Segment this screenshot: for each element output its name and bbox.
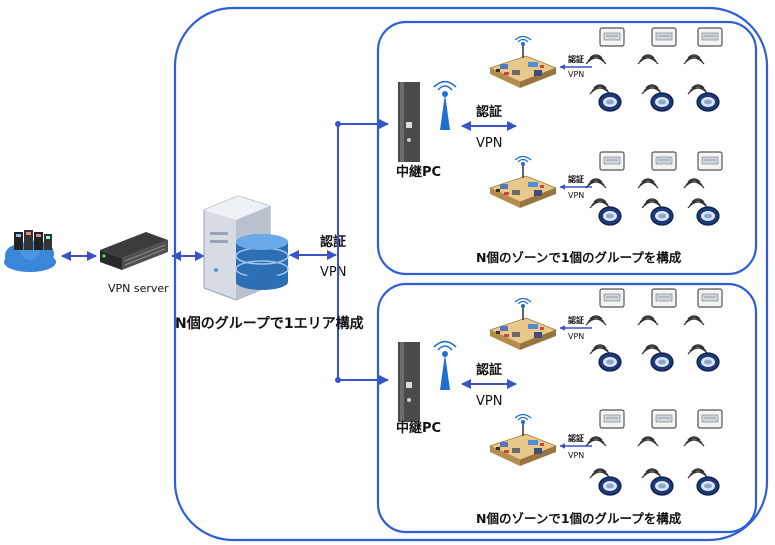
area-caption: N個のグループで1エリア構成 — [175, 315, 364, 332]
vpn-label-bottom: VPN — [476, 394, 502, 409]
wireless-terminal-icon — [637, 151, 677, 189]
zone-auth-label: 認証 — [568, 433, 584, 443]
wireless-terminal-icon — [683, 151, 723, 189]
area-border — [173, 6, 769, 542]
zone-board-icon — [489, 297, 557, 351]
wireless-terminal-icon — [585, 409, 625, 447]
rack-server-icon — [100, 232, 168, 270]
vpn-label-top: VPN — [476, 136, 502, 151]
zone-vpn-label: VPN — [568, 70, 584, 79]
wireless-sensor-icon — [589, 344, 622, 372]
wireless-terminal-icon — [683, 288, 723, 326]
zone-board-icon — [489, 413, 557, 467]
auth-label-main: 認証 — [320, 234, 346, 250]
zone-auth-label: 認証 — [568, 174, 584, 184]
wireless-sensor-icon — [687, 84, 720, 112]
wireless-sensor-icon — [641, 198, 674, 226]
wireless-sensor-icon — [589, 84, 622, 112]
zone-auth-label: 認証 — [568, 54, 584, 64]
wireless-sensor-icon — [641, 468, 674, 496]
wireless-terminal-icon — [585, 288, 625, 326]
vpn-label-main: VPN — [320, 265, 346, 280]
wireless-terminal-icon — [585, 27, 625, 65]
auth-label-top: 認証 — [476, 104, 502, 120]
relay-tower-icon — [397, 340, 457, 423]
wireless-sensor-icon — [687, 468, 720, 496]
cloud-datacenter-icon — [4, 230, 56, 272]
zone-vpn-label: VPN — [568, 191, 584, 200]
wireless-sensor-icon — [641, 344, 674, 372]
wireless-terminal-icon — [585, 151, 625, 189]
zone-board-icon — [489, 155, 557, 209]
vpn-server-label: VPN server — [108, 282, 169, 295]
wireless-terminal-icon — [637, 409, 677, 447]
wireless-sensor-icon — [687, 198, 720, 226]
group-caption-bottom: N個のゾーンで1個のグループを構成 — [476, 511, 682, 526]
wireless-sensor-icon — [589, 198, 622, 226]
wireless-sensor-icon — [687, 344, 720, 372]
wireless-terminal-icon — [637, 27, 677, 65]
zone-vpn-label: VPN — [568, 451, 584, 460]
database-server-icon — [203, 195, 289, 301]
auth-label-bottom: 認証 — [476, 362, 502, 378]
zone-auth-label: 認証 — [568, 315, 584, 325]
relay-pc-label-bottom: 中継PC — [396, 420, 441, 436]
wireless-sensor-icon — [641, 84, 674, 112]
relay-tower-icon — [397, 80, 457, 163]
zone-board-icon — [489, 35, 557, 89]
wireless-terminal-icon — [683, 27, 723, 65]
group-box-bottom — [376, 282, 758, 534]
wireless-terminal-icon — [637, 288, 677, 326]
zone-vpn-label: VPN — [568, 332, 584, 341]
wireless-terminal-icon — [683, 409, 723, 447]
group-caption-top: N個のゾーンで1個のグループを構成 — [476, 250, 682, 265]
relay-pc-label-top: 中継PC — [396, 164, 441, 180]
group-box-top — [376, 20, 758, 276]
wireless-sensor-icon — [589, 468, 622, 496]
